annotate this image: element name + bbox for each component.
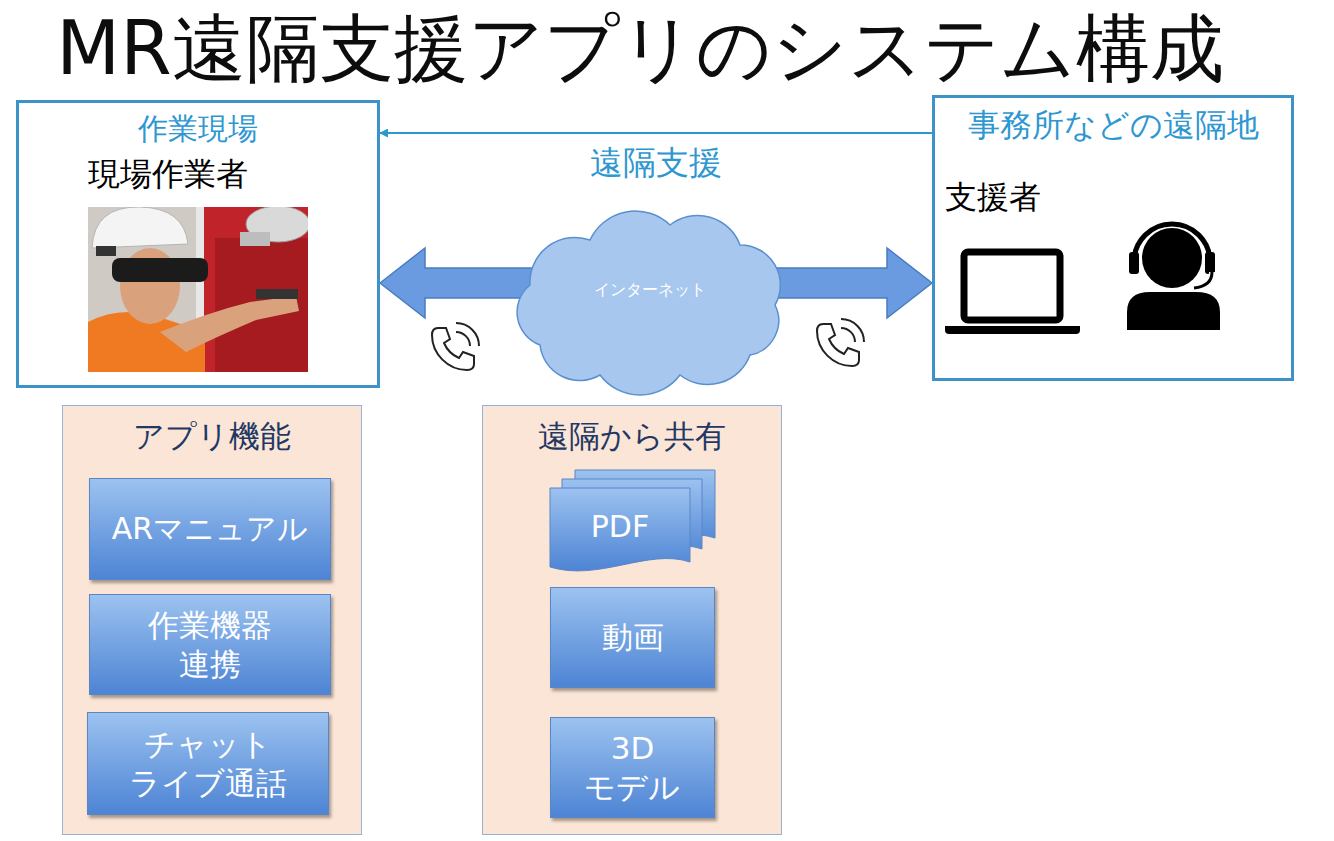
box-heading: 作業現場 (19, 111, 377, 147)
support-arrow (380, 132, 932, 134)
share-box: 3D モデル (550, 717, 715, 818)
operator-mic (1194, 272, 1212, 288)
operator-icon (1127, 224, 1220, 330)
internet-cloud: インターネット (500, 195, 800, 385)
photo-hose (240, 232, 270, 246)
phone-handset (817, 324, 859, 366)
edge-label: 遠隔支援 (590, 143, 722, 183)
feature-box: チャット ライブ通話 (87, 712, 329, 815)
laptop-base (945, 326, 1080, 334)
operator-head (1142, 228, 1202, 288)
diagram-title: MR遠隔支援アプリのシステム構成 (0, 4, 1280, 93)
box-label: インターネット (594, 280, 706, 300)
photo-arm (160, 296, 299, 352)
operator-mic-gap (1194, 272, 1212, 288)
box-label: 動画 (602, 618, 664, 657)
photo-headset-visor (112, 258, 208, 282)
share-panel: 遠隔から共有 PDF 動画 3D モデル (482, 405, 782, 835)
operator-headset (1134, 224, 1210, 262)
operator-body (1127, 292, 1220, 330)
document-sheet (550, 488, 690, 571)
photo-helmet (92, 207, 188, 248)
cloud-outline (517, 211, 780, 395)
photo-headband (96, 246, 116, 256)
box-label: 現場作業者 (88, 155, 248, 193)
phone-icon (817, 319, 864, 366)
phone-wave (456, 323, 479, 346)
remote-frame: 事務所などの遠隔地支援者 (932, 95, 1294, 381)
box-label: 3D モデル (580, 729, 685, 807)
share-box: 動画 (550, 587, 715, 688)
box-label: PDF (591, 508, 649, 546)
box-label: 支援者 (945, 178, 1041, 216)
document-stack: PDF (550, 470, 715, 572)
laptop-screen (964, 252, 1060, 320)
phone-icon (432, 323, 479, 370)
box-label: チャット ライブ通話 (124, 725, 291, 803)
feature-box: 作業機器 連携 (89, 594, 331, 695)
site-frame: 作業現場現場作業者 (16, 100, 380, 388)
box-heading: アプリ機能 (63, 418, 361, 455)
operator-earpiece (1205, 252, 1215, 274)
worker-photo (88, 207, 308, 372)
box-heading: 事務所などの遠隔地 (935, 106, 1291, 144)
phone-handset (432, 328, 474, 370)
photo-tool (256, 289, 298, 299)
operator-earpiece (1129, 252, 1139, 274)
box-label: ARマニュアル (112, 510, 308, 548)
feature-box: ARマニュアル (89, 478, 331, 580)
box-label: 作業機器 連携 (139, 606, 282, 684)
phone-wave (841, 319, 864, 342)
phone-wave (456, 332, 470, 346)
laptop-icon (945, 252, 1080, 334)
feature-panel: アプリ機能 ARマニュアル作業機器 連携チャット ライブ通話 (62, 405, 362, 835)
box-heading: 遠隔から共有 (483, 418, 781, 455)
phone-wave (841, 328, 855, 342)
